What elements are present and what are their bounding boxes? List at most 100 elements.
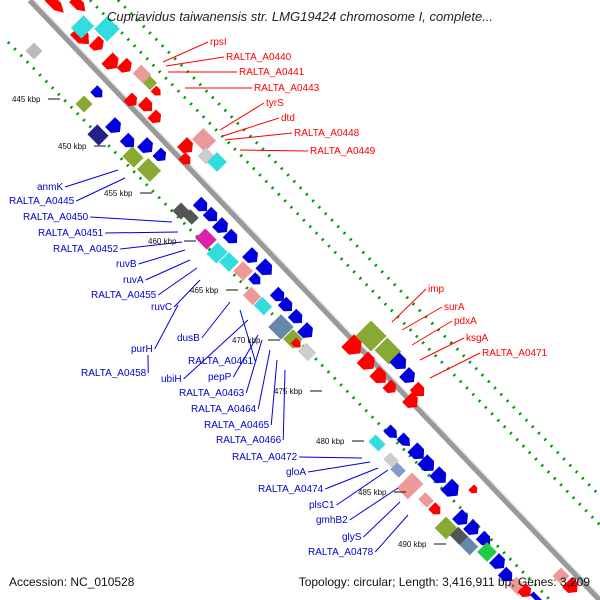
scale-label: 475 kbp (274, 387, 303, 396)
gene-feature (562, 577, 578, 593)
gene-feature (497, 566, 513, 582)
gene-feature (368, 434, 386, 452)
scale-label: 450 kbp (58, 142, 87, 151)
gene-feature (183, 209, 199, 225)
gene-feature (489, 553, 505, 569)
scale-label: 485 kbp (358, 488, 387, 497)
gene-feature (137, 96, 153, 112)
gene-feature (105, 117, 121, 133)
gene-feature (396, 432, 410, 446)
gene-feature (269, 286, 285, 302)
gene-feature (409, 381, 425, 397)
gene-feature (122, 146, 144, 168)
scale-label: 445 kbp (12, 95, 41, 104)
gene-feature (202, 206, 218, 222)
scale-label: 480 kbp (316, 437, 345, 446)
gene-feature (87, 124, 109, 146)
gene-label: RALTA_A0450 (23, 212, 89, 223)
gene-label: RALTA_A0471 (482, 348, 548, 359)
gene-feature (255, 258, 273, 276)
gene-feature (390, 462, 406, 478)
gene-feature (341, 334, 362, 355)
gene-feature (297, 342, 317, 362)
gene-label: RALTA_A0448 (294, 128, 360, 139)
gene-label: RALTA_A0474 (258, 484, 324, 495)
gene-feature (137, 137, 153, 153)
gene-feature (440, 478, 459, 497)
gene-feature (369, 366, 387, 384)
gene-label: surA (444, 302, 465, 313)
map-title: Cupriavidus taiwanensis str. LMG19424 ch… (106, 9, 494, 24)
gene-label: dtd (281, 113, 295, 124)
gene-label: ksgA (466, 333, 489, 344)
accession-text: Accession: NC_010528 (9, 575, 135, 589)
gene-feature (253, 296, 273, 316)
scale-label: 460 kbp (148, 237, 177, 246)
gene-label: RALTA_A0440 (226, 52, 292, 63)
gene-labels: rpsIRALTA_A0440RALTA_A0441RALTA_A0443tyr… (9, 37, 548, 558)
gene-label: RALTA_A0465 (204, 420, 270, 431)
gene-feature (150, 85, 161, 96)
gene-label: glyS (342, 532, 362, 543)
gene-label: tyrS (266, 98, 284, 109)
gene-feature (191, 127, 217, 153)
gene-feature (123, 92, 138, 107)
gene-label: ruvC (151, 302, 172, 313)
gene-label: RALTA_A0445 (9, 196, 75, 207)
gene-feature (25, 42, 43, 60)
gene-label: dusB (177, 333, 200, 344)
gene-label: RALTA_A0466 (216, 435, 282, 446)
gene-feature (477, 542, 497, 562)
gene-feature (389, 352, 407, 370)
gene-label: ubiH (161, 374, 182, 385)
gene-label: RALTA_A0455 (91, 290, 157, 301)
gene-feature (517, 583, 532, 598)
gene-feature (192, 196, 208, 212)
gene-feature (248, 272, 261, 285)
gene-feature (242, 286, 262, 306)
gene-feature (529, 591, 543, 600)
gene-feature (222, 228, 238, 244)
gene-feature (132, 64, 152, 84)
gene-label: plsC1 (309, 500, 335, 511)
gene-label: RALTA_A0452 (53, 244, 119, 255)
gene-label: gmhB2 (316, 515, 348, 526)
gene-feature (396, 472, 424, 500)
gene-label: RALTA_A0451 (38, 228, 104, 239)
gene-feature (88, 35, 104, 51)
gene-feature (178, 152, 191, 165)
gene-label: RALTA_A0464 (191, 404, 257, 415)
gene-feature (177, 137, 193, 153)
gene-feature (290, 337, 301, 348)
gene-feature (94, 16, 120, 42)
gene-feature (356, 351, 375, 370)
gene-feature (463, 519, 479, 535)
gene-feature (449, 526, 469, 546)
gene-feature (101, 52, 119, 70)
gene-feature (407, 442, 425, 460)
gene-feature (468, 484, 478, 494)
gene-feature (206, 242, 228, 264)
gene-label: rpsI (210, 37, 227, 48)
scale-label: 465 kbp (190, 286, 219, 295)
gene-label: RALTA_A0478 (308, 547, 374, 558)
gene-feature (418, 492, 434, 508)
gene-feature (382, 379, 397, 394)
gene-feature (297, 322, 313, 338)
gene-label: ruvA (123, 275, 144, 286)
gene-label: anmK (37, 182, 63, 193)
gene-feature (552, 567, 570, 585)
gene-label: RALTA_A0463 (179, 388, 245, 399)
gene-feature (207, 152, 227, 172)
gene-label: imp (428, 284, 445, 295)
label-leader-lines (64, 41, 481, 553)
gene-feature (277, 296, 293, 312)
gene-label: pdxA (454, 316, 477, 327)
gene-feature (383, 452, 399, 468)
gene-feature (429, 466, 447, 484)
gene-label: RALTA_A0449 (310, 146, 376, 157)
scale-label: 490 kbp (398, 540, 427, 549)
gene-label: purH (131, 344, 153, 355)
gene-feature (44, 0, 64, 13)
